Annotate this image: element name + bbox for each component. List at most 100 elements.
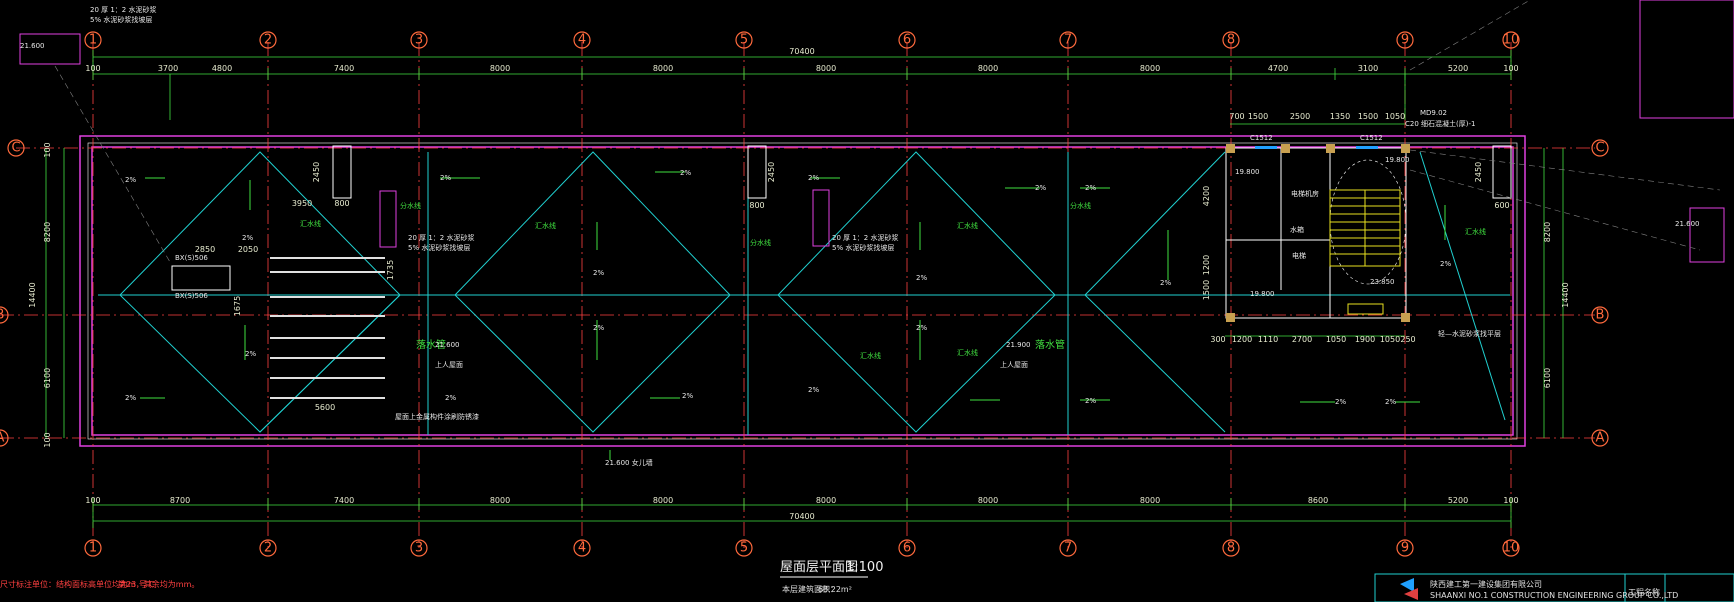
slope-label: 2% [916, 324, 927, 332]
dim: 100 [1503, 64, 1518, 73]
drainage-lines [98, 151, 1510, 435]
slope-label: 2% [1440, 260, 1451, 268]
note: 20 厚 1：2 水泥砂浆 [832, 233, 899, 242]
dim: 1500 [1358, 112, 1378, 121]
title-block: 陕西建工第一建设集团有限公司 SHAANXI NO.1 CONSTRUCTION… [1374, 573, 1734, 602]
dim: 8000 [978, 496, 998, 505]
drawing-title: 屋面层平面图 1:100 本层建筑面积： 63.22m² 尺寸标注单位：结构面标… [0, 560, 883, 594]
access-steps [270, 257, 385, 399]
elevation: 21.600 [20, 42, 45, 50]
dim: 1350 [1330, 112, 1350, 121]
dim: 8000 [1140, 496, 1160, 505]
dim: 800 [749, 201, 764, 210]
drain-labels: 汇水线 汇水线 汇水线 汇水线 汇水线 汇水线 分水线 分水线 分水线 落水管 … [300, 201, 1486, 369]
room-label: 电梯机房 [1291, 189, 1319, 198]
gutter-label: 汇水线 [1465, 227, 1486, 236]
slope-label: 2% [245, 350, 256, 358]
grid-bubbles-rows: C C B A B A [0, 139, 1609, 447]
note: 屋面上金属构件涂刷防锈漆 [395, 412, 479, 421]
elevation: 21.900 [1006, 341, 1031, 349]
dim: 1675 [233, 296, 242, 316]
window-label: C1512 [1250, 134, 1273, 142]
elevation-value: 63.22m² [818, 585, 852, 594]
dim: 3700 [158, 64, 178, 73]
misc-dimensions: 3950 2850 2050 5600 2450 2450 2450 800 8… [195, 162, 1510, 412]
window-label: C1512 [1360, 134, 1383, 142]
dim: 5200 [1448, 496, 1468, 505]
slope-label: 2% [593, 269, 604, 277]
dim: 1050 [1385, 112, 1405, 121]
room-label: 电梯 [1292, 251, 1306, 260]
dim: 2450 [1474, 162, 1483, 182]
grid-bubbles-bottom: 1 2 3 4 5 6 7 8 9 10 [84, 539, 1520, 557]
grid-label: 1 [89, 541, 97, 556]
dim: 3100 [1358, 64, 1378, 73]
gutter-label: 汇水线 [300, 219, 321, 228]
elevation: 19.800 [1250, 290, 1275, 298]
grid-label: 3 [415, 541, 423, 556]
elevation: 19.800 [1235, 168, 1260, 176]
note: 20 厚 1：2 水泥砂浆 [408, 233, 475, 242]
dim: 100 [43, 432, 52, 447]
grid-label: 7 [1064, 33, 1072, 48]
roof-openings [19, 0, 1734, 291]
note: C20 细石混凝土(厚)-1 [1405, 119, 1475, 128]
company-name-en: SHAANXI NO.1 CONSTRUCTION ENGINEERING GR… [1430, 591, 1678, 600]
dim-total-top: 70400 [789, 47, 814, 56]
dimension-lines [45, 50, 1564, 528]
grid-label: 5 [740, 33, 748, 48]
dim: 250 [1400, 335, 1415, 344]
dim: 8200 [43, 222, 52, 242]
ridge-label: 分水线 [1070, 201, 1091, 210]
dim: 5600 [315, 403, 335, 412]
grid-label: 1 [89, 33, 97, 48]
bottom-note-2: 第23 号 C [118, 579, 155, 589]
company-logo-icon [1400, 578, 1414, 592]
slope-label: 2% [808, 386, 819, 394]
grid-label: C [11, 141, 20, 156]
slope-label: 2% [440, 174, 451, 182]
slope-label: 2% [445, 394, 456, 402]
gutter-label: 汇水线 [957, 221, 978, 230]
slope-label: 2% [1035, 184, 1046, 192]
note: BX(S)506 [175, 292, 208, 300]
dim: 3950 [292, 199, 312, 208]
company-name: 陕西建工第一建设集团有限公司 [1430, 579, 1542, 589]
grid-label: 9 [1401, 541, 1409, 556]
note: 轻—水泥砂浆找平层 [1438, 329, 1501, 338]
dim: 1050 [1380, 335, 1400, 344]
drain-label: 落水管 [416, 338, 446, 351]
dim: 300 [1210, 335, 1225, 344]
dim: 8000 [653, 496, 673, 505]
dim: 1900 [1355, 335, 1375, 344]
grid-label: B [1596, 308, 1605, 323]
slope-label: 2% [1085, 397, 1096, 405]
note: MD9.02 [1420, 109, 1447, 117]
slope-label: 2% [1385, 398, 1396, 406]
dim: 14400 [1561, 282, 1570, 307]
grid-label: A [0, 431, 5, 446]
dim-total-bottom: 70400 [789, 512, 814, 521]
slope-label: 2% [916, 274, 927, 282]
grid-label: 4 [578, 33, 586, 48]
slope-label: 2% [808, 174, 819, 182]
dim: 7400 [334, 64, 354, 73]
drain-label: 落水管 [1035, 338, 1065, 351]
slope-label: 2% [125, 394, 136, 402]
roof-access-label: 上人屋面 [435, 360, 463, 369]
ridge-label: 分水线 [400, 201, 421, 210]
ridge-label: 分水线 [750, 238, 771, 247]
note: 5% 水泥砂浆找坡层 [90, 15, 152, 24]
dim: 1200 [1232, 335, 1252, 344]
slope-label: 2% [1160, 279, 1171, 287]
grid-label: 9 [1401, 33, 1409, 48]
dim: 1735 [386, 260, 395, 280]
grid-label: C [1595, 141, 1604, 156]
dim: 4800 [212, 64, 232, 73]
leader-lines [54, 0, 1721, 263]
bottom-note: 尺寸标注单位：结构面标高单位均为m，其余均为mm。 [0, 579, 199, 589]
gutter-label: 汇水线 [535, 221, 556, 230]
grid-label: 8 [1227, 541, 1235, 556]
dim: 700 [1229, 112, 1244, 121]
